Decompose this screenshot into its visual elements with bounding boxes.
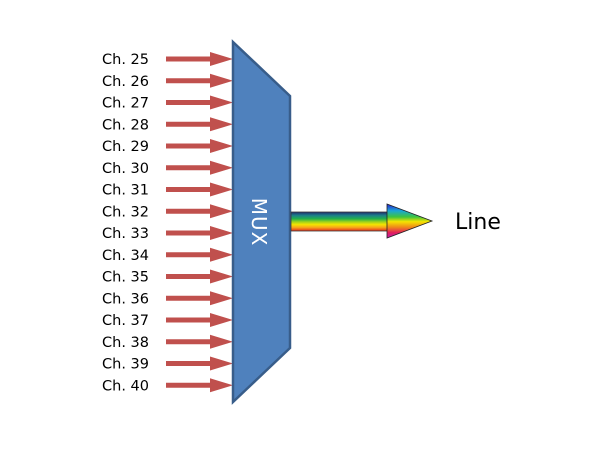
channel-input-arrow xyxy=(166,334,233,349)
channel-label: Ch. 26 xyxy=(102,74,149,90)
channel-label: Ch. 31 xyxy=(102,183,149,199)
channel-label: Ch. 40 xyxy=(102,378,149,394)
channel-label: Ch. 37 xyxy=(102,313,149,329)
channel-input-arrow xyxy=(166,160,233,175)
channel-label: Ch. 36 xyxy=(102,291,149,307)
channel-input-arrow xyxy=(166,139,233,153)
channel-inputs: Ch. 25 Ch. 26 Ch. 27 Ch. 28 Ch. 29 Ch. 30 Ch. … xyxy=(102,52,233,394)
channel-input-arrow xyxy=(166,182,233,197)
channel-label: Ch. 35 xyxy=(102,270,149,286)
channel-label: Ch. 28 xyxy=(102,117,149,133)
channel-label: Ch. 30 xyxy=(102,161,149,177)
channel-input-arrow xyxy=(166,95,233,110)
channel-input-arrow xyxy=(166,226,233,240)
mux-block xyxy=(231,39,292,405)
channel-input-arrow xyxy=(166,52,233,66)
channel-input-arrow xyxy=(166,117,233,132)
channel-input-arrow xyxy=(166,378,233,393)
output-arrow-shaft xyxy=(290,211,389,232)
output-arrow xyxy=(290,203,434,239)
channel-input-arrow xyxy=(166,204,233,219)
channel-input-arrow xyxy=(166,291,233,306)
channel-label: Ch. 32 xyxy=(102,204,149,220)
channel-input-arrow xyxy=(166,356,233,371)
channel-label: Ch. 38 xyxy=(102,335,149,351)
channel-label: Ch. 39 xyxy=(102,357,149,373)
channel-label: Ch. 33 xyxy=(102,226,149,242)
output-line-label: Line xyxy=(455,210,501,235)
output-arrow-head xyxy=(386,203,434,239)
channel-input-arrow xyxy=(166,73,233,88)
mux-label: MUX xyxy=(247,198,271,247)
channel-input-arrow xyxy=(166,269,233,284)
channel-input-arrow xyxy=(166,313,233,327)
channel-label: Ch. 25 xyxy=(102,52,149,68)
channel-input-arrow xyxy=(166,247,233,262)
channel-label: Ch. 29 xyxy=(102,139,149,155)
channel-label: Ch. 27 xyxy=(102,96,149,112)
channel-label: Ch. 34 xyxy=(102,248,149,264)
